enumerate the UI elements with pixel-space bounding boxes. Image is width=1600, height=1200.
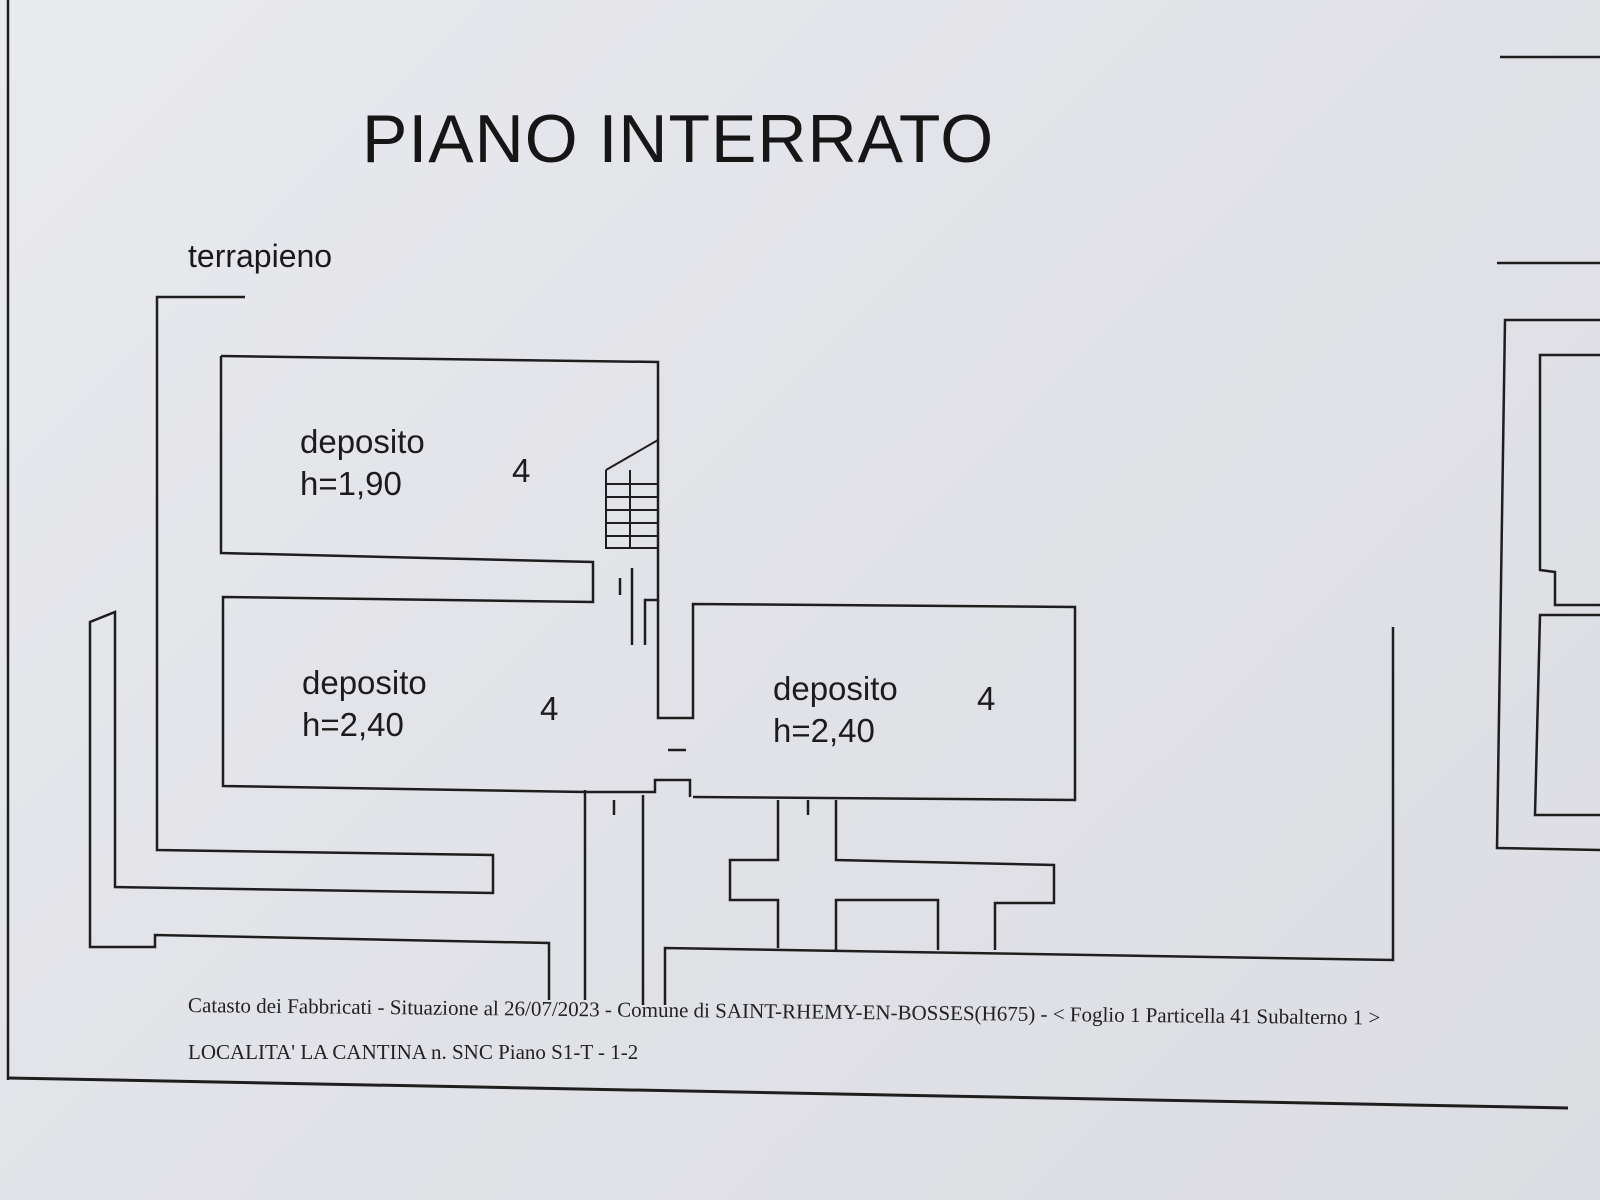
foundation-wall	[834, 800, 1056, 950]
outer-wall-left	[88, 295, 551, 1000]
stairs	[605, 438, 659, 549]
footer-line-2: LOCALITA' LA CANTINA n. SNC Piano S1-T -…	[188, 1040, 639, 1064]
room-1-bottom-wall	[219, 356, 692, 797]
room-3-label: deposito h=2,40	[773, 668, 898, 752]
room-2-label: deposito h=2,40	[302, 662, 427, 746]
room-height: h=2,40	[302, 706, 404, 743]
outer-wall-right	[663, 627, 1395, 1005]
room-1-number: 4	[512, 452, 531, 489]
room-name: deposito	[302, 664, 427, 701]
room-3-wall	[656, 600, 1077, 802]
room-name: deposito	[773, 670, 898, 707]
room-3-number: 4	[977, 680, 996, 717]
terrapieno-label: terrapieno	[188, 238, 333, 274]
page-title: PIANO INTERRATO	[362, 101, 995, 177]
room-name: deposito	[300, 423, 425, 460]
room-2-number: 4	[540, 690, 559, 727]
page-bottom-border	[7, 1076, 1569, 1110]
room-1-label: deposito h=1,90	[300, 421, 425, 505]
room-height: h=1,90	[300, 465, 402, 502]
foundation-wall	[728, 800, 780, 948]
foundation-wall	[834, 898, 940, 950]
room-height: h=2,40	[773, 712, 875, 749]
adjacent-plan-fragment	[1495, 55, 1600, 852]
